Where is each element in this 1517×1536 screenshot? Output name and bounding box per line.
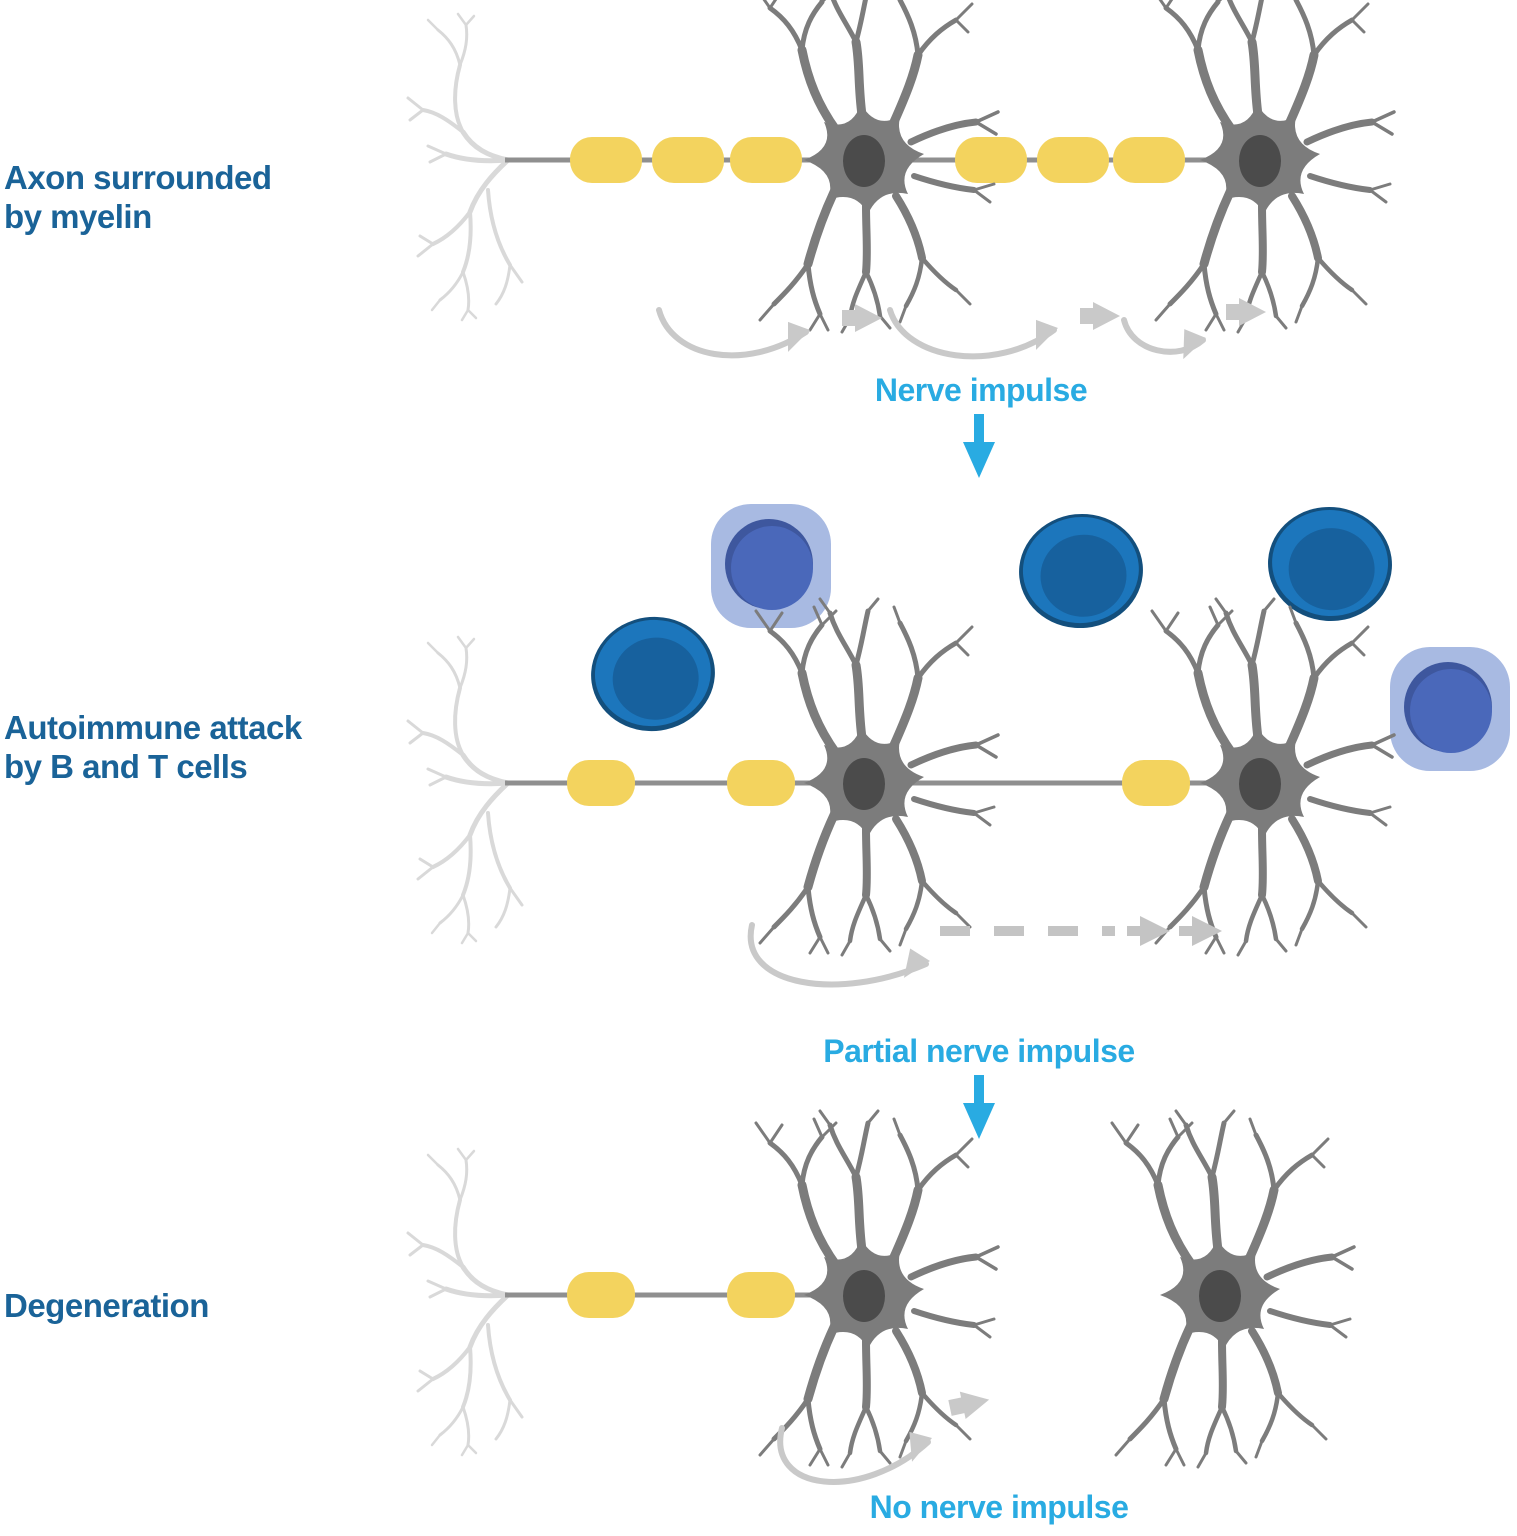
presynaptic-axon-tree bbox=[408, 14, 522, 320]
myelin-sheath-group bbox=[570, 137, 1185, 183]
myelin-segment bbox=[567, 760, 635, 806]
presynaptic-axon-tree bbox=[408, 1149, 522, 1455]
failed-impulse-arrows bbox=[777, 1385, 993, 1485]
impulse-step-arrow-icon bbox=[1226, 298, 1266, 326]
myelin-sheath-group bbox=[567, 1272, 795, 1318]
impulse-step-arrow-icon bbox=[1080, 302, 1120, 330]
myelin-segment bbox=[727, 760, 795, 806]
presynaptic-axon-tree bbox=[408, 637, 522, 943]
immune-cell-dark bbox=[1264, 502, 1396, 626]
myelin-segment bbox=[730, 137, 802, 183]
section-autoimmune bbox=[408, 502, 1510, 1139]
down-arrow-icon bbox=[963, 1075, 995, 1139]
myelin-segment bbox=[567, 1272, 635, 1318]
section-myelinated bbox=[408, 0, 1394, 478]
section-label-axon-myelin: Axon surrounded by myelin bbox=[4, 159, 272, 235]
myelin-segment bbox=[955, 137, 1027, 183]
myelin-segment bbox=[1037, 137, 1109, 183]
impulse-step-arrow-icon bbox=[842, 304, 882, 332]
myelin-segment bbox=[652, 137, 724, 183]
myelin-segment bbox=[1122, 760, 1190, 806]
immune-cell-dark bbox=[1013, 507, 1149, 635]
impulse-arc-arrow bbox=[656, 307, 809, 359]
partial-impulse-arrows bbox=[747, 916, 1222, 988]
myelin-segment bbox=[570, 137, 642, 183]
neuron bbox=[1152, 0, 1394, 332]
immune-cell-light bbox=[711, 504, 831, 628]
arrowhead-icon bbox=[1127, 916, 1170, 946]
arrowhead-icon bbox=[1179, 916, 1222, 946]
impulse-arc-arrow bbox=[747, 922, 929, 988]
impulse-label-none: No nerve impulse bbox=[869, 1489, 1129, 1525]
impulse-arc-arrow bbox=[777, 1425, 931, 1485]
immune-cell-light bbox=[1390, 647, 1510, 771]
section-label-degeneration: Degeneration bbox=[4, 1287, 209, 1324]
impulse-label-nerve: Nerve impulse bbox=[874, 372, 1088, 408]
impulse-label-partial: Partial nerve impulse bbox=[823, 1033, 1135, 1069]
section-degeneration bbox=[408, 1111, 1354, 1485]
down-arrow-icon bbox=[963, 414, 995, 478]
impulse-step-arrow-icon bbox=[947, 1385, 993, 1422]
myelin-sheath-group bbox=[567, 760, 1190, 806]
myelin-segment bbox=[1113, 137, 1185, 183]
neuron bbox=[1112, 1111, 1354, 1467]
section-label-autoimmune: Autoimmune attack by B and T cells bbox=[4, 709, 302, 785]
impulse-arc-arrow bbox=[887, 307, 1057, 360]
saltatory-conduction-arrows bbox=[656, 298, 1266, 360]
myelin-segment bbox=[727, 1272, 795, 1318]
immune-cell-dark bbox=[583, 608, 723, 740]
